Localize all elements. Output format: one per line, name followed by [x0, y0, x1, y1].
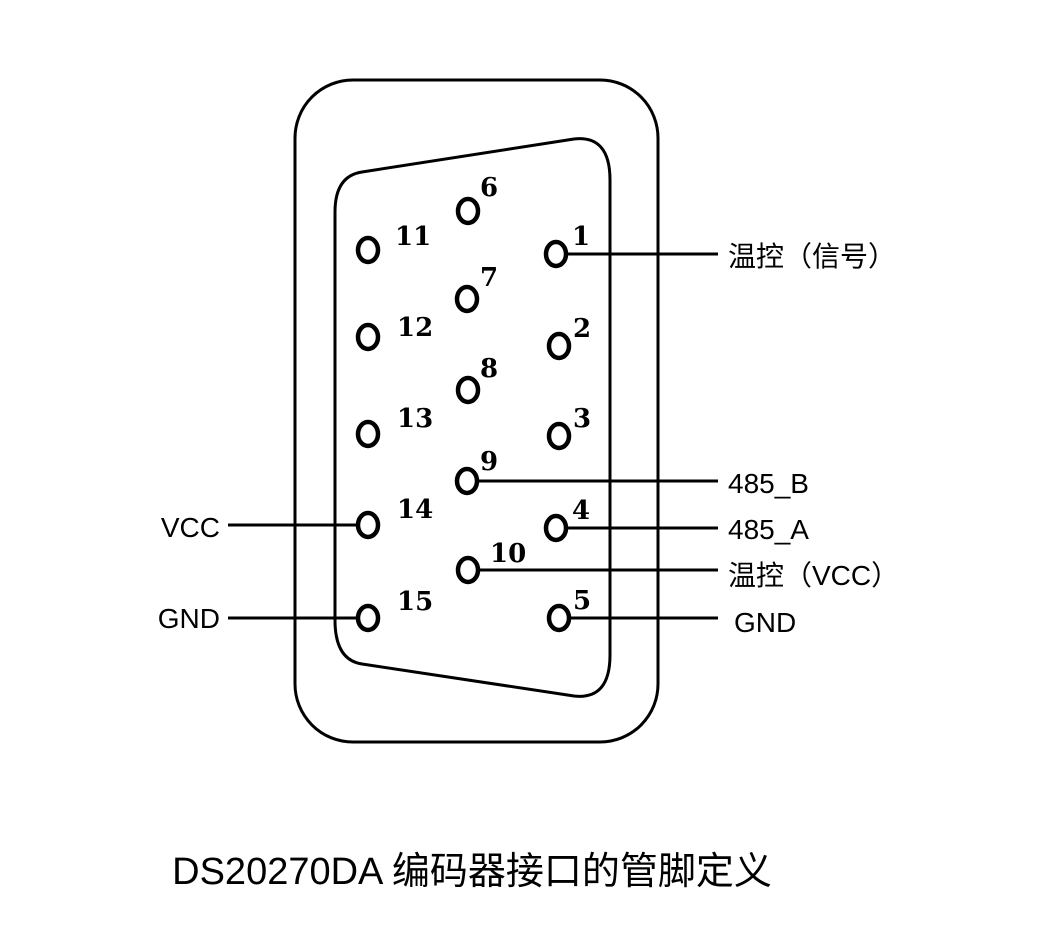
pin-3-label: 3: [573, 404, 591, 434]
pin-10-hole: [455, 555, 481, 585]
pin-10-label: 10: [490, 539, 526, 569]
pin-13-hole: [355, 419, 381, 449]
pin-6-hole: [455, 196, 481, 226]
pin-4-label: 4: [572, 496, 590, 526]
pin-1-hole: [543, 239, 569, 269]
pin-1-label: 1: [572, 222, 590, 252]
signal-label-pin-9: 485_B: [728, 468, 809, 499]
pin-11-hole: [355, 235, 381, 265]
signal-label-pin-4: 485_A: [728, 514, 809, 545]
pin-7-hole: [454, 284, 480, 314]
pin-2-hole: [546, 331, 572, 361]
pin-11-label: 11: [395, 222, 431, 252]
signal-wires: [228, 252, 718, 620]
diagram-caption: DS20270DA 编码器接口的管脚定义: [172, 851, 772, 893]
signal-label-pin-5: GND: [734, 607, 796, 638]
pin-3-hole: [546, 421, 572, 451]
signal-label-pin-1: 温控（信号）: [728, 241, 896, 272]
pin-5-label: 5: [573, 586, 591, 616]
pin-14-hole: [355, 510, 381, 540]
signal-label-pin-15: GND: [158, 603, 220, 634]
pin-12-label: 12: [397, 313, 433, 343]
pin-5-hole: [546, 603, 572, 633]
pin-7-label: 7: [480, 263, 498, 293]
connector-outer-shell: [293, 78, 660, 744]
signal-label-pin-14: VCC: [161, 512, 220, 543]
pin-15-label: 15: [397, 587, 433, 617]
signal-label-group: 温控（信号） 485_B 485_A 温控（VCC） GND VCC GND: [158, 241, 899, 638]
pin-4-hole: [543, 513, 569, 543]
pin-9-hole: [454, 466, 480, 496]
pin-2-label: 2: [573, 314, 591, 344]
connector-inner-face: [333, 137, 612, 698]
pin-15-hole: [355, 603, 381, 633]
pin-8-hole: [455, 375, 481, 405]
pin-9-label: 9: [480, 447, 498, 477]
pin-6-label: 6: [480, 173, 498, 203]
pin-8-label: 8: [480, 354, 498, 384]
pin-13-label: 13: [397, 404, 433, 434]
pin-12-hole: [355, 322, 381, 352]
pin-14-label: 14: [397, 495, 433, 525]
signal-label-pin-10: 温控（VCC）: [728, 560, 899, 591]
